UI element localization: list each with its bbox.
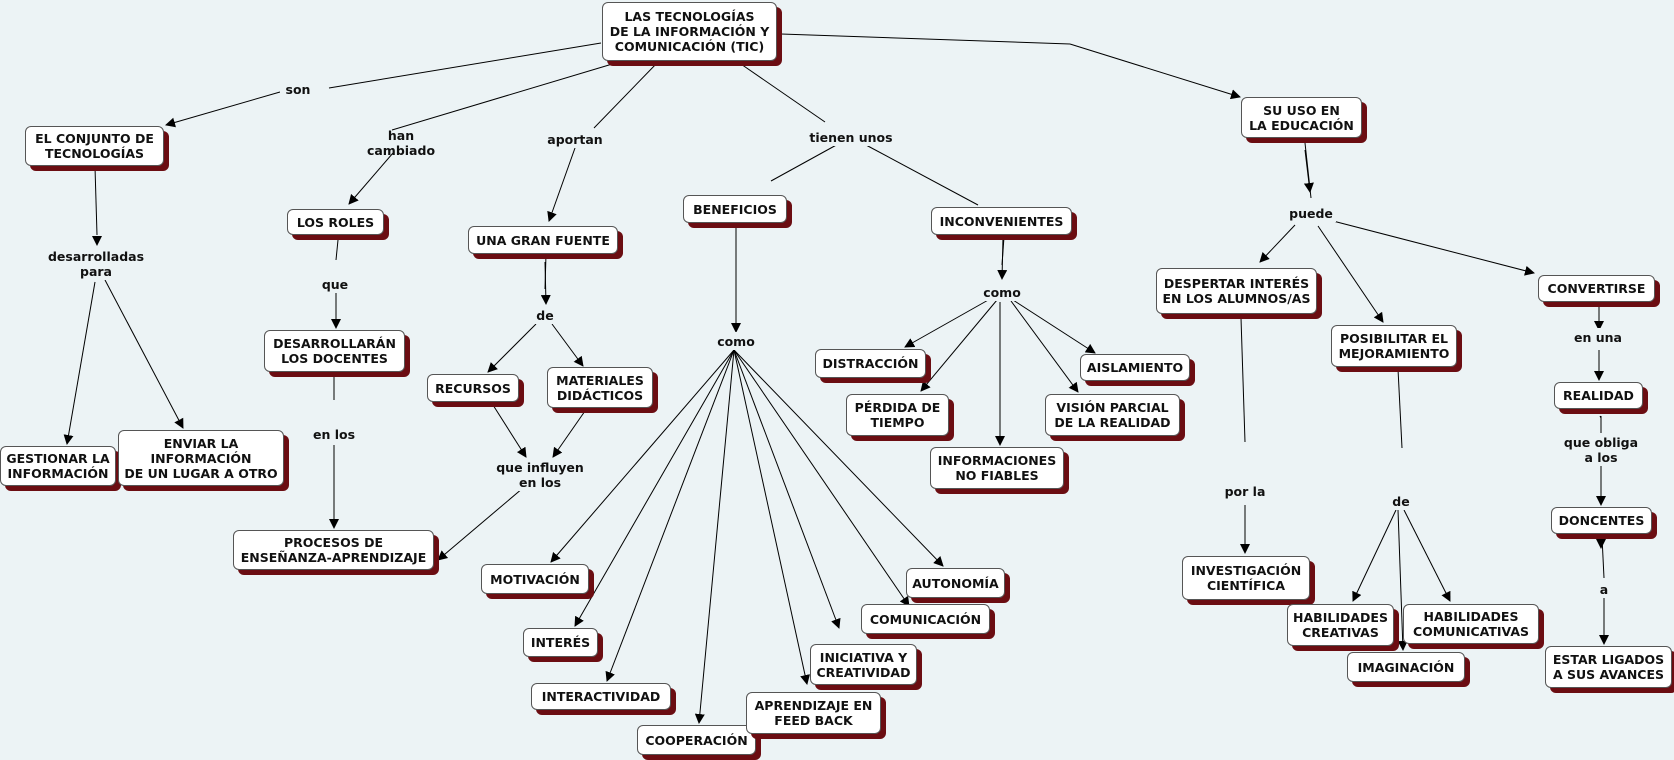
node-procesos-ensenanza[interactable]: PROCESOS DE ENSEÑANZA-APRENDIZAJE [233, 530, 434, 570]
node-uso-educacion[interactable]: SU USO EN LA EDUCACIÓN [1241, 97, 1362, 138]
link-han-cambiado: han cambiado [350, 128, 452, 158]
node-imaginacion[interactable]: IMAGINACIÓN [1347, 652, 1465, 682]
node-conjunto-tecnologias[interactable]: EL CONJUNTO DE TECNOLOGÍAS [25, 126, 164, 166]
link-como-inconvenientes: como [979, 283, 1025, 301]
node-interes[interactable]: INTERÉS [523, 628, 598, 657]
node-aislamiento[interactable]: AISLAMIENTO [1080, 354, 1190, 381]
node-materiales-didacticos[interactable]: MATERIALES DIDÁCTICOS [547, 367, 653, 408]
link-por-la: por la [1221, 482, 1269, 500]
node-vision-parcial[interactable]: VISIÓN PARCIAL DE LA REALIDAD [1045, 394, 1180, 436]
link-que-obliga: que obliga a los [1558, 433, 1644, 466]
link-de-fuente: de [532, 306, 558, 324]
node-convertirse[interactable]: CONVERTIRSE [1538, 275, 1655, 302]
node-gran-fuente[interactable]: UNA GRAN FUENTE [468, 226, 618, 254]
node-tic[interactable]: LAS TECNOLOGÍAS DE LA INFORMACIÓN Y COMU… [602, 2, 777, 61]
node-desarrollaran-docentes[interactable]: DESARROLLARÁN LOS DOCENTES [264, 330, 405, 372]
node-distraccion[interactable]: DISTRACCIÓN [815, 349, 926, 378]
node-habilidades-creativas[interactable]: HABILIDADES CREATIVAS [1287, 604, 1394, 646]
link-como-beneficios: como [713, 332, 759, 350]
link-aportan: aportan [544, 130, 606, 148]
node-recursos[interactable]: RECURSOS [427, 374, 519, 402]
node-comunicacion[interactable]: COMUNICACIÓN [861, 604, 990, 634]
link-en-una: en una [1570, 328, 1626, 346]
link-que-influyen: que influyen en los [490, 458, 590, 491]
node-inconvenientes[interactable]: INCONVENIENTES [931, 207, 1072, 235]
node-perdida-tiempo[interactable]: PÉRDIDA DE TIEMPO [846, 394, 949, 436]
link-tienen-unos: tienen unos [806, 128, 896, 146]
node-gestionar-informacion[interactable]: GESTIONAR LA INFORMACIÓN [0, 446, 116, 486]
link-en-los: en los [309, 425, 359, 443]
link-desarrolladas-para: desarrolladas para [44, 247, 148, 280]
link-son: son [280, 80, 316, 98]
node-informaciones-no-fiables[interactable]: INFORMACIONES NO FIABLES [930, 447, 1064, 489]
link-que: que [316, 275, 354, 293]
node-interactividad[interactable]: INTERACTIVIDAD [531, 683, 671, 710]
node-enviar-informacion[interactable]: ENVIAR LA INFORMACIÓN DE UN LUGAR A OTRO [118, 430, 284, 486]
node-iniciativa-creatividad[interactable]: INICIATIVA Y CREATIVIDAD [810, 644, 917, 685]
node-doncentes[interactable]: DONCENTES [1551, 507, 1652, 534]
node-autonomia[interactable]: AUTONOMÍA [906, 568, 1005, 598]
node-despertar-interes[interactable]: DESPERTAR INTERÉS EN LOS ALUMNOS/AS [1156, 268, 1317, 314]
node-beneficios[interactable]: BENEFICIOS [683, 195, 787, 223]
node-motivacion[interactable]: MOTIVACIÓN [481, 564, 589, 594]
node-posibilitar-mejoramiento[interactable]: POSIBILITAR EL MEJORAMIENTO [1331, 325, 1457, 367]
node-los-roles[interactable]: LOS ROLES [287, 209, 384, 235]
link-a: a [1594, 580, 1614, 598]
node-realidad[interactable]: REALIDAD [1554, 382, 1643, 409]
node-cooperacion[interactable]: COOPERACIÓN [637, 725, 756, 755]
node-aprendizaje-feedback[interactable]: APRENDIZAJE EN FEED BACK [746, 692, 881, 734]
node-habilidades-comunicativas[interactable]: HABILIDADES COMUNICATIVAS [1403, 604, 1539, 644]
link-de-posibilitar: de [1388, 492, 1414, 510]
node-investigacion-cientifica[interactable]: INVESTIGACIÓN CIENTÍFICA [1182, 556, 1310, 600]
link-puede: puede [1286, 204, 1336, 222]
node-ligados-avances[interactable]: ESTAR LIGADOS A SUS AVANCES [1545, 646, 1672, 688]
